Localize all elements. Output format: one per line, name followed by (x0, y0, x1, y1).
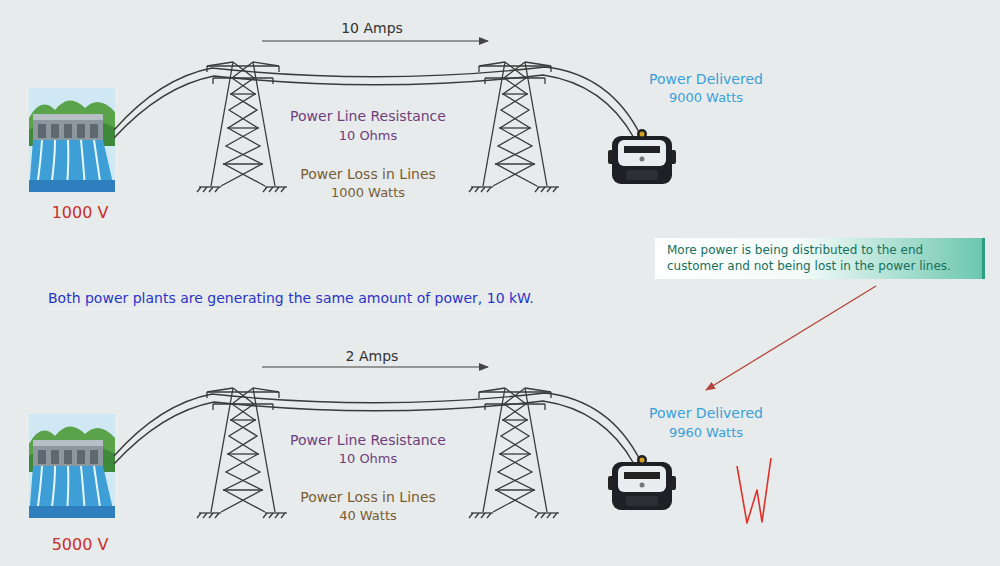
delivered-value: 9000 Watts (669, 90, 743, 106)
resistance-value: 10 Ohms (339, 128, 398, 144)
resistance-label: Power Line Resistance (290, 432, 446, 449)
voltage-label: 5000 V (52, 535, 109, 554)
voltage-label: 1000 V (52, 203, 109, 222)
callout-box: More power is being distributed to the e… (655, 238, 985, 279)
callout-text: More power is being distributed to the e… (667, 242, 974, 274)
delivered-value: 9960 Watts (669, 425, 743, 441)
loss-label: Power Loss in Lines (300, 166, 436, 183)
delivered-label: Power Delivered (649, 71, 763, 88)
resistance-label: Power Line Resistance (290, 108, 446, 125)
loss-value: 1000 Watts (331, 185, 405, 201)
note-text: Both power plants are generating the sam… (48, 290, 534, 307)
loss-label: Power Loss in Lines (300, 489, 436, 506)
current-label: 2 Amps (346, 348, 399, 365)
loss-value: 40 Watts (339, 508, 397, 524)
delivered-label: Power Delivered (649, 405, 763, 422)
resistance-value: 10 Ohms (339, 451, 398, 467)
current-label: 10 Amps (341, 20, 403, 37)
